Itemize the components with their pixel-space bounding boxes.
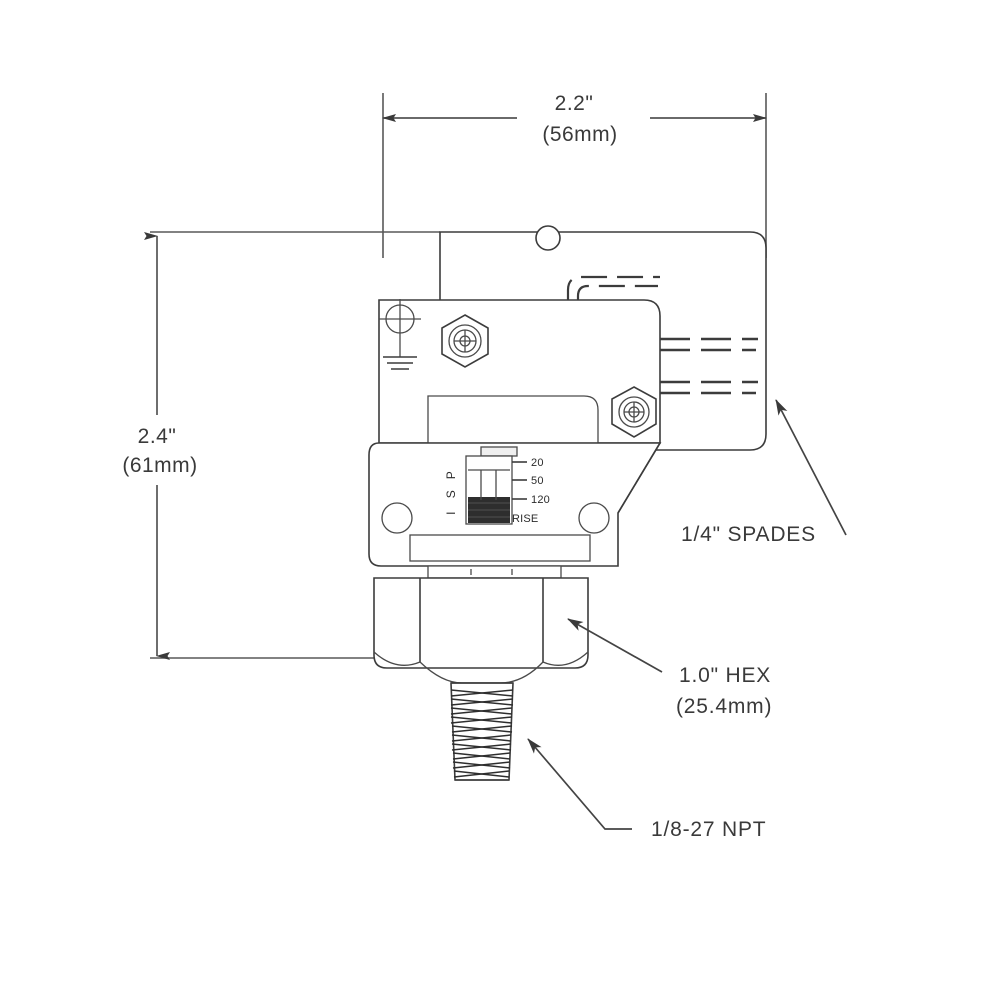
- front-panel-clip-outline: [427, 395, 599, 444]
- annotation-spades: 1/4" SPADES: [681, 399, 847, 546]
- hex-label-line2: (25.4mm): [676, 695, 772, 718]
- setpoint-value-1: 50: [531, 475, 544, 487]
- hex-leader-line: [567, 618, 663, 673]
- thread-lines: [450, 689, 514, 778]
- hex-nut-lower: [611, 386, 657, 438]
- setpoint-value-3: RISE: [512, 513, 538, 525]
- spades-leader-line: [775, 399, 847, 536]
- width-dimension: 2.2" (56mm): [382, 92, 767, 258]
- spade-terminal-top: [566, 275, 660, 305]
- ground-symbol: [383, 340, 417, 370]
- hex-label-line1: 1.0" HEX: [679, 664, 771, 687]
- spades-label: 1/4" SPADES: [681, 523, 816, 546]
- nameplate-bar: [409, 534, 591, 562]
- npt-leader-line: [527, 738, 632, 830]
- neck: [427, 565, 562, 579]
- width-dim-metric: (56mm): [542, 123, 617, 146]
- psi-label-char-s: S: [444, 490, 458, 499]
- annotation-hex: 1.0" HEX (25.4mm): [567, 618, 772, 718]
- front-panel-clip: [427, 395, 599, 444]
- spade-top-outer: [566, 275, 660, 305]
- height-dim-imperial: 2.4": [138, 425, 177, 448]
- annotation-npt: 1/8-27 NPT: [527, 738, 766, 841]
- lower-flange-chamfer: [617, 442, 661, 514]
- height-dim-metric: (61mm): [122, 454, 197, 477]
- psi-setpoint-label: P S I 20 50 120 RISE: [444, 446, 550, 525]
- width-dim-imperial: 2.2": [555, 92, 594, 115]
- npt-label: 1/8-27 NPT: [651, 818, 766, 841]
- spade-terminals: [660, 337, 758, 395]
- vent-hole: [535, 225, 561, 251]
- mounting-hole-left: [381, 502, 413, 534]
- setpoint-value-2: 120: [531, 494, 550, 506]
- hex-body-chamfer-right: [542, 651, 589, 666]
- threaded-port: [450, 682, 514, 781]
- hex-nut-upper: [441, 314, 489, 368]
- setpoint-rail: [480, 446, 518, 457]
- hex-body-chamfer-left: [373, 651, 421, 666]
- neck-outline: [427, 565, 562, 579]
- spade-top-inner: [576, 284, 658, 305]
- psi-label-char-i: I: [444, 511, 458, 515]
- nameplate-bar-outline: [409, 534, 591, 562]
- mounting-hole-right: [578, 502, 610, 534]
- psi-label-char-p: P: [444, 471, 458, 480]
- height-dimension: 2.4" (61mm): [122, 231, 440, 660]
- hex-body: [373, 577, 589, 684]
- ground-screw: [379, 299, 421, 340]
- mounting-holes: [381, 502, 610, 534]
- setpoint-value-0: 20: [531, 457, 544, 469]
- hex-body-outline: [373, 577, 589, 669]
